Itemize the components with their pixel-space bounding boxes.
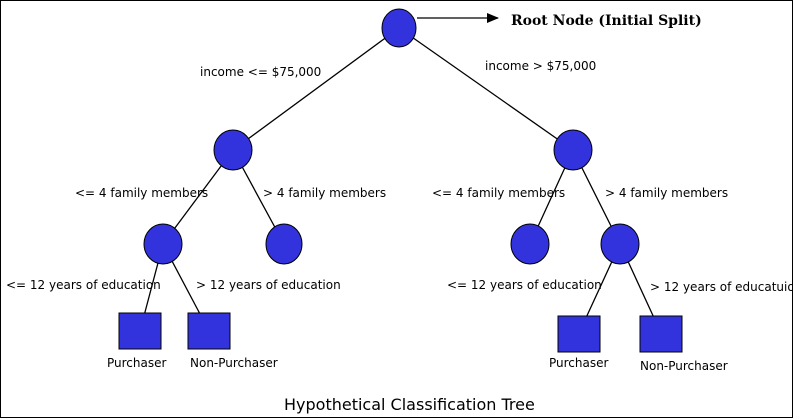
diagram-title: Hypothetical Classification Tree bbox=[284, 395, 535, 414]
split-label-income-low: income <= $75,000 bbox=[200, 65, 321, 79]
tree-nodes bbox=[118, 8, 683, 353]
leaf-left-non-purchaser bbox=[187, 312, 231, 350]
node-right-family-low bbox=[510, 223, 550, 265]
split-label-right-family-low: <= 4 family members bbox=[432, 186, 565, 200]
edge-root-right bbox=[398, 27, 574, 151]
root-node bbox=[381, 8, 417, 48]
leaf-label-right-purchaser: Purchaser bbox=[549, 356, 608, 370]
split-label-right-edu-low: <= 12 years of education bbox=[447, 278, 602, 292]
node-right-family-high bbox=[600, 223, 640, 265]
leaf-label-right-non-purchaser: Non-Purchaser bbox=[640, 359, 728, 373]
leaf-right-purchaser bbox=[557, 315, 601, 353]
node-left-family-high bbox=[265, 223, 303, 265]
node-income-high bbox=[553, 129, 593, 171]
split-label-left-edu-low: <= 12 years of education bbox=[6, 278, 161, 292]
node-left-family-low bbox=[143, 223, 183, 265]
node-income-low bbox=[213, 129, 253, 171]
root-node-label: Root Node (Initial Split) bbox=[511, 13, 702, 29]
split-label-left-edu-high: > 12 years of education bbox=[196, 278, 341, 292]
leaf-left-purchaser bbox=[118, 312, 162, 350]
leaf-right-non-purchaser bbox=[639, 315, 683, 353]
split-label-income-high: income > $75,000 bbox=[485, 59, 596, 73]
tree-labels: Root Node (Initial Split) income <= $75,… bbox=[6, 13, 792, 414]
split-label-left-family-high: > 4 family members bbox=[263, 186, 386, 200]
leaf-label-left-non-purchaser: Non-Purchaser bbox=[190, 356, 278, 370]
leaf-label-left-purchaser: Purchaser bbox=[107, 356, 166, 370]
edge-root-left bbox=[232, 27, 400, 151]
split-label-right-family-high: > 4 family members bbox=[605, 186, 728, 200]
split-label-right-edu-high: > 12 years of educatuion bbox=[650, 280, 792, 294]
split-label-left-family-low: <= 4 family members bbox=[75, 186, 208, 200]
